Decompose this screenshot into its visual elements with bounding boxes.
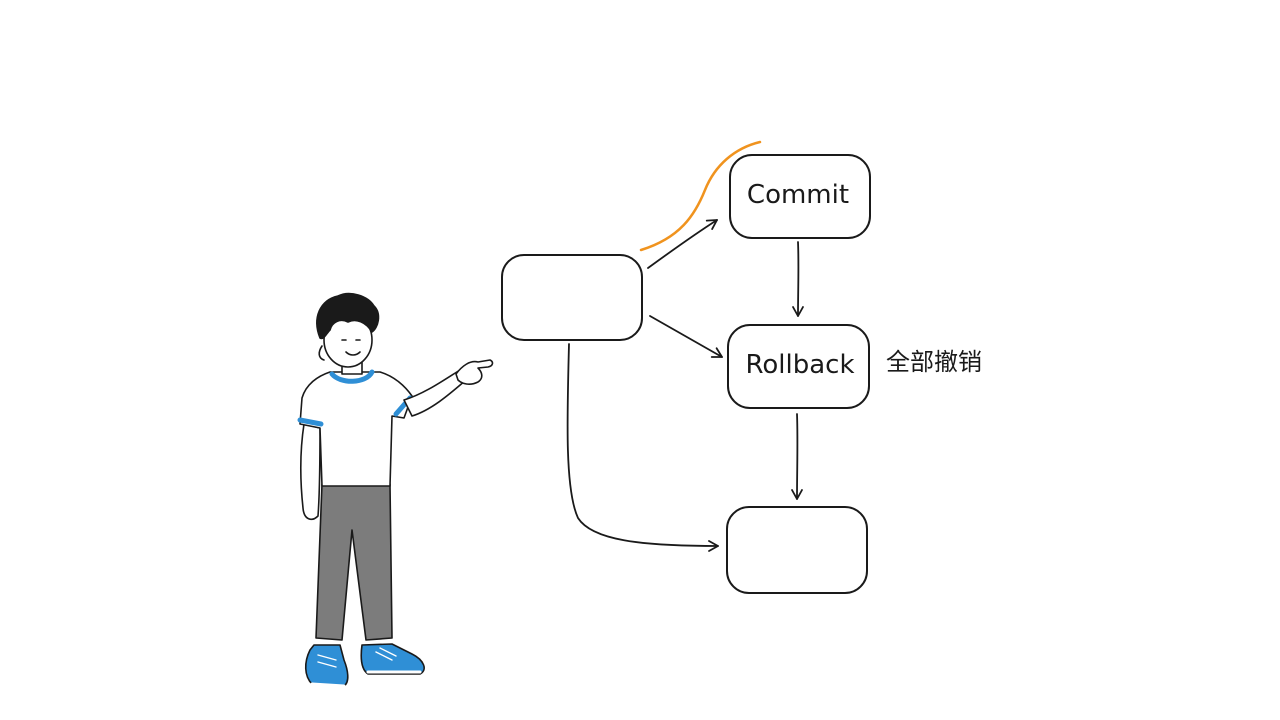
pointing-person-illustration: [297, 292, 494, 688]
diagram-edges: [566, 219, 804, 552]
pointing-hand-icon: [455, 359, 494, 385]
node-start[interactable]: [501, 254, 643, 341]
right-shoe-icon: [360, 643, 425, 675]
hair: [316, 292, 380, 340]
pants: [315, 483, 393, 641]
rollback-annotation: 全部撤销: [886, 348, 982, 376]
node-rollback-label: Rollback: [745, 350, 854, 380]
node-end[interactable]: [726, 506, 868, 594]
left-shoe-icon: [304, 644, 349, 687]
collar-trim: [329, 369, 375, 384]
edge-start-end: [566, 343, 719, 552]
sleeve-trim-left: [297, 417, 324, 427]
edge-start-rollback: [649, 315, 723, 358]
diagram-nodes: Commit Rollback: [501, 154, 871, 594]
highlight-stroke: [639, 140, 762, 252]
node-commit-label: Commit: [747, 180, 849, 210]
left-arm: [300, 423, 321, 521]
edge-start-commit: [647, 219, 718, 269]
node-commit[interactable]: Commit: [729, 154, 871, 239]
t-shirt: [299, 371, 413, 487]
node-rollback[interactable]: Rollback: [727, 324, 870, 409]
